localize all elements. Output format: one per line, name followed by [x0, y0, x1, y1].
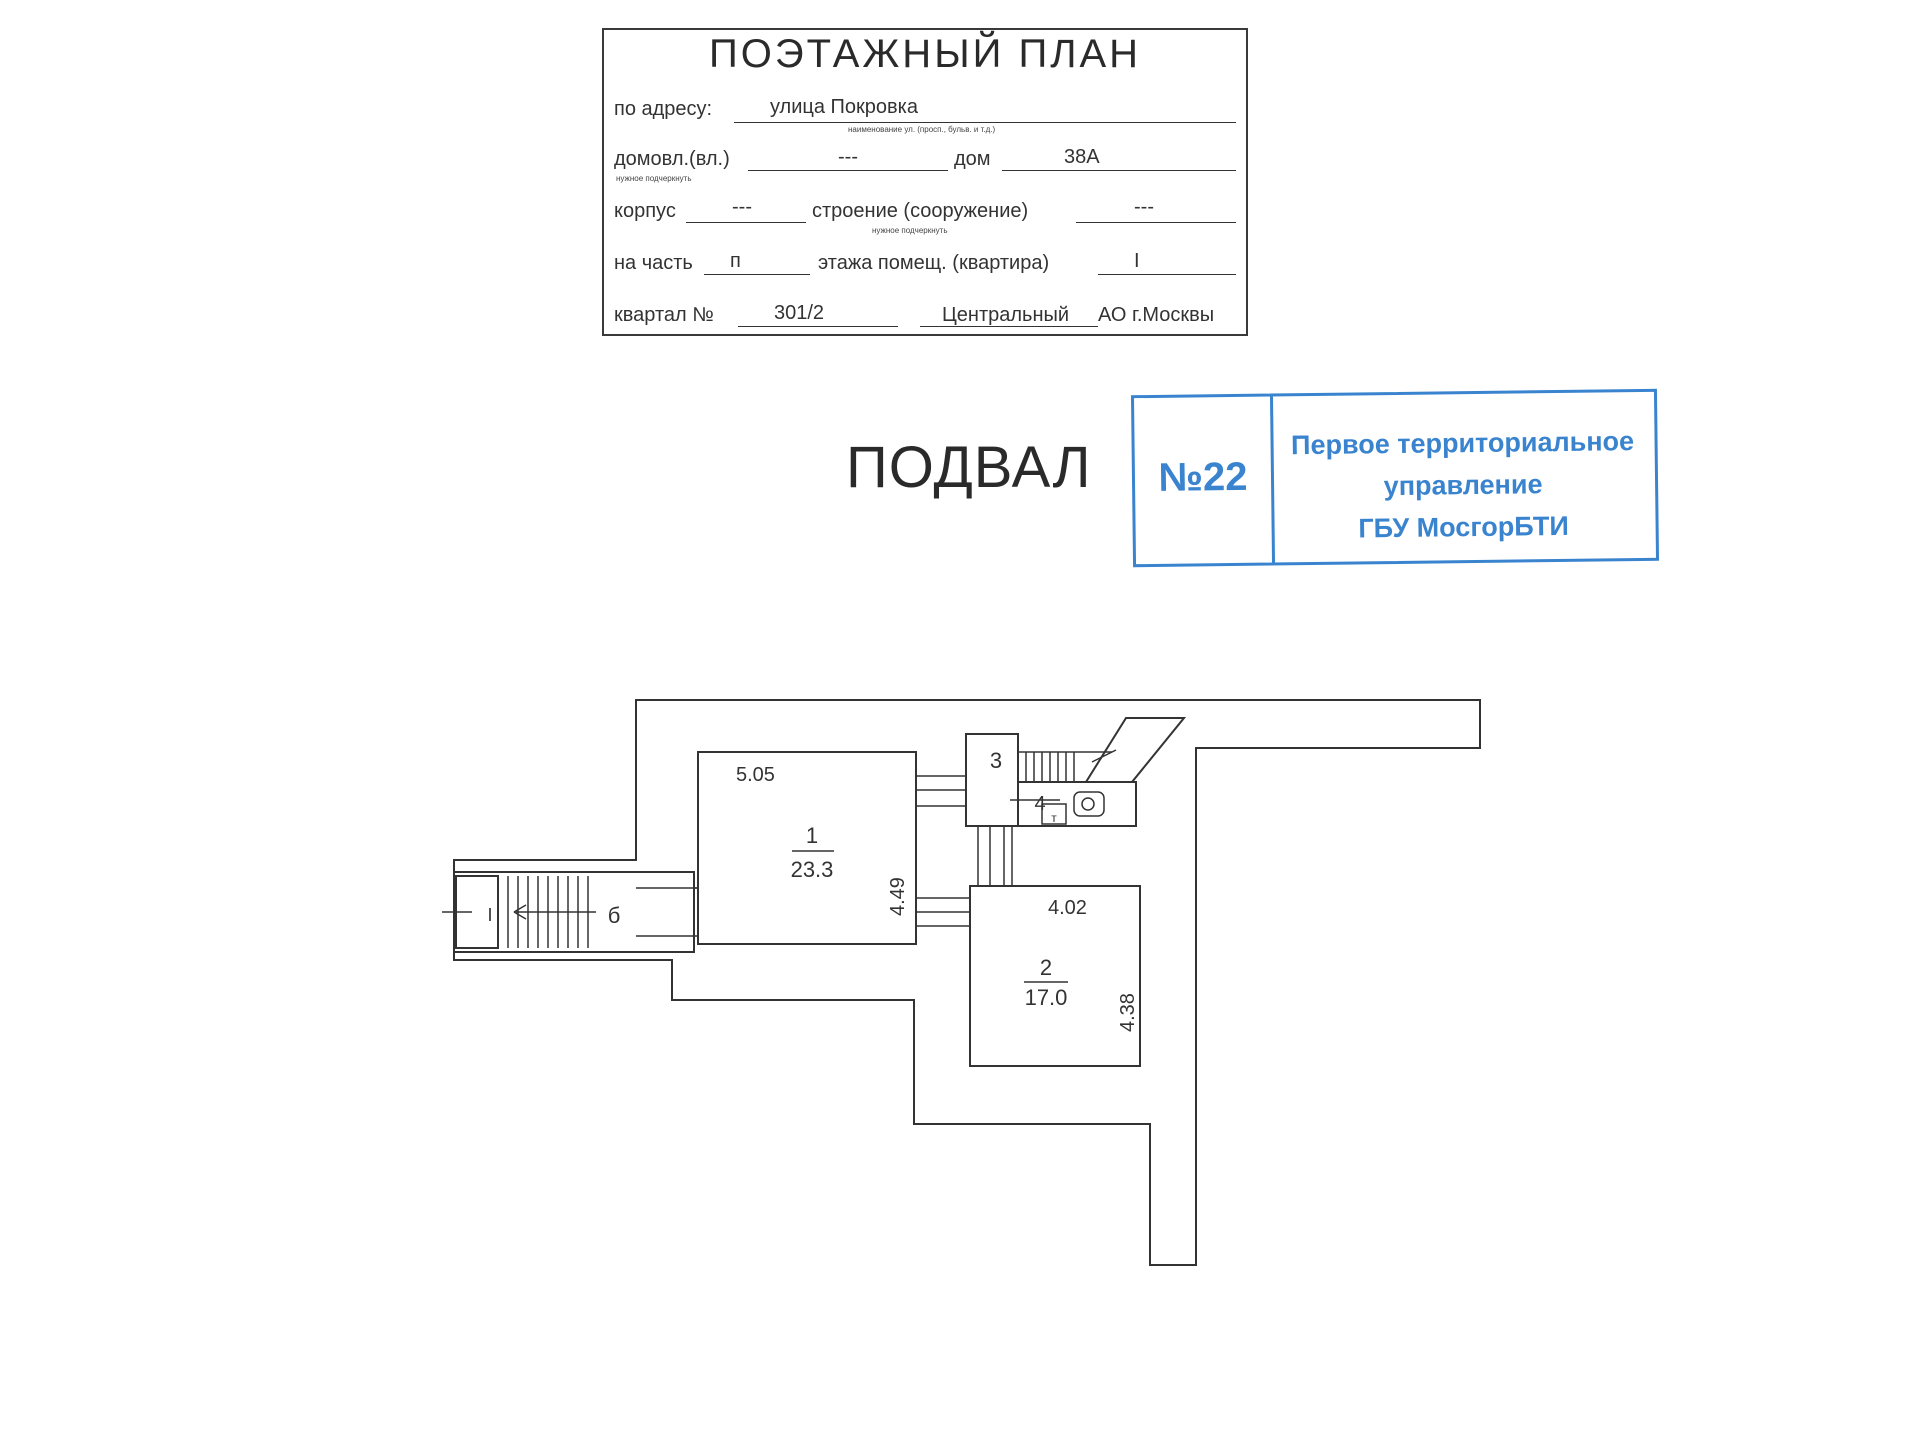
toilet-bowl [1081, 797, 1095, 811]
room-1-width: 5.05 [736, 764, 775, 786]
entrance-label: I [487, 905, 492, 925]
etazh-label: этажа помещ. (квартира) [818, 252, 1050, 274]
floor-heading: ПОДВАЛ [846, 435, 1092, 500]
etazh-underline [1098, 274, 1236, 275]
room-1-outline [697, 751, 917, 945]
room-3-outline [965, 733, 1019, 827]
stair-label: б [608, 903, 621, 928]
toilet-icon [1073, 791, 1105, 817]
kvartal-value: 301/2 [774, 302, 825, 324]
room-4-fixture: т [1051, 811, 1057, 825]
entrance-arrow-head [513, 904, 527, 920]
address-value: улица Покровка [770, 96, 918, 118]
corridor-to-room-1 [636, 887, 698, 937]
room-1-area: 23.3 [791, 857, 834, 882]
dom-underline [1002, 170, 1236, 171]
address-label: по адресу: [614, 98, 713, 120]
stroenie-underline [1076, 222, 1236, 223]
address-underline [734, 122, 1236, 123]
stroenie-hint: нужное подчеркнуть [872, 226, 948, 235]
address-hint: наименование ул. (просп., бульв. и т.д.) [848, 125, 996, 134]
chast-underline [704, 274, 810, 275]
door-room1-room3 [916, 775, 966, 807]
room-2-number: 2 [1040, 955, 1052, 980]
ramp-tread [1091, 749, 1117, 763]
room-2-outline [969, 885, 1141, 1067]
korpus-underline [686, 222, 806, 223]
kvartal-label: квартал № [614, 304, 714, 326]
domovl-value: --- [838, 146, 858, 168]
door-room1-room2 [916, 897, 970, 927]
room-2-area: 17.0 [1025, 985, 1068, 1010]
room-4-outline [1017, 781, 1137, 827]
passage-room3-room2 [977, 826, 1013, 886]
room-4-fixture-box [1041, 803, 1067, 825]
room-2-width: 4.02 [1048, 897, 1087, 919]
etazh-value: I [1134, 250, 1140, 272]
korpus-value: --- [732, 196, 752, 218]
room-4-number: 4 [1034, 793, 1045, 815]
stroenie-label: строение (сооружение) [812, 200, 1029, 222]
domovl-label: домовл.(вл.) [614, 148, 730, 170]
room-3-number: 3 [990, 748, 1002, 773]
okrug-suffix: АО г.Москвы [1098, 304, 1215, 326]
korpus-label: корпус [614, 200, 676, 222]
kvartal-underline [738, 326, 898, 327]
okrug-value: Центральный [942, 304, 1070, 326]
form-title: ПОЭТАЖНЫЙ ПЛАН [708, 32, 1142, 76]
okrug-underline [920, 326, 1098, 327]
room-1-number: 1 [806, 823, 818, 848]
room-2-depth: 4.38 [1117, 993, 1139, 1032]
chast-value: п [730, 250, 741, 272]
domovl-hint: нужное подчеркнуть [616, 174, 692, 183]
title-block: ПОЭТАЖНЫЙ ПЛАН по адресу: улица Покровка… [602, 28, 1248, 336]
stroenie-value: --- [1134, 196, 1154, 218]
outer-ramp [1085, 717, 1187, 783]
room-3-stair [1018, 751, 1112, 783]
chast-label: на часть [614, 252, 693, 274]
dom-label: дом [954, 148, 991, 170]
domovl-underline [748, 170, 948, 171]
room-1-depth: 4.49 [887, 877, 909, 916]
dom-value: 38А [1064, 146, 1100, 168]
